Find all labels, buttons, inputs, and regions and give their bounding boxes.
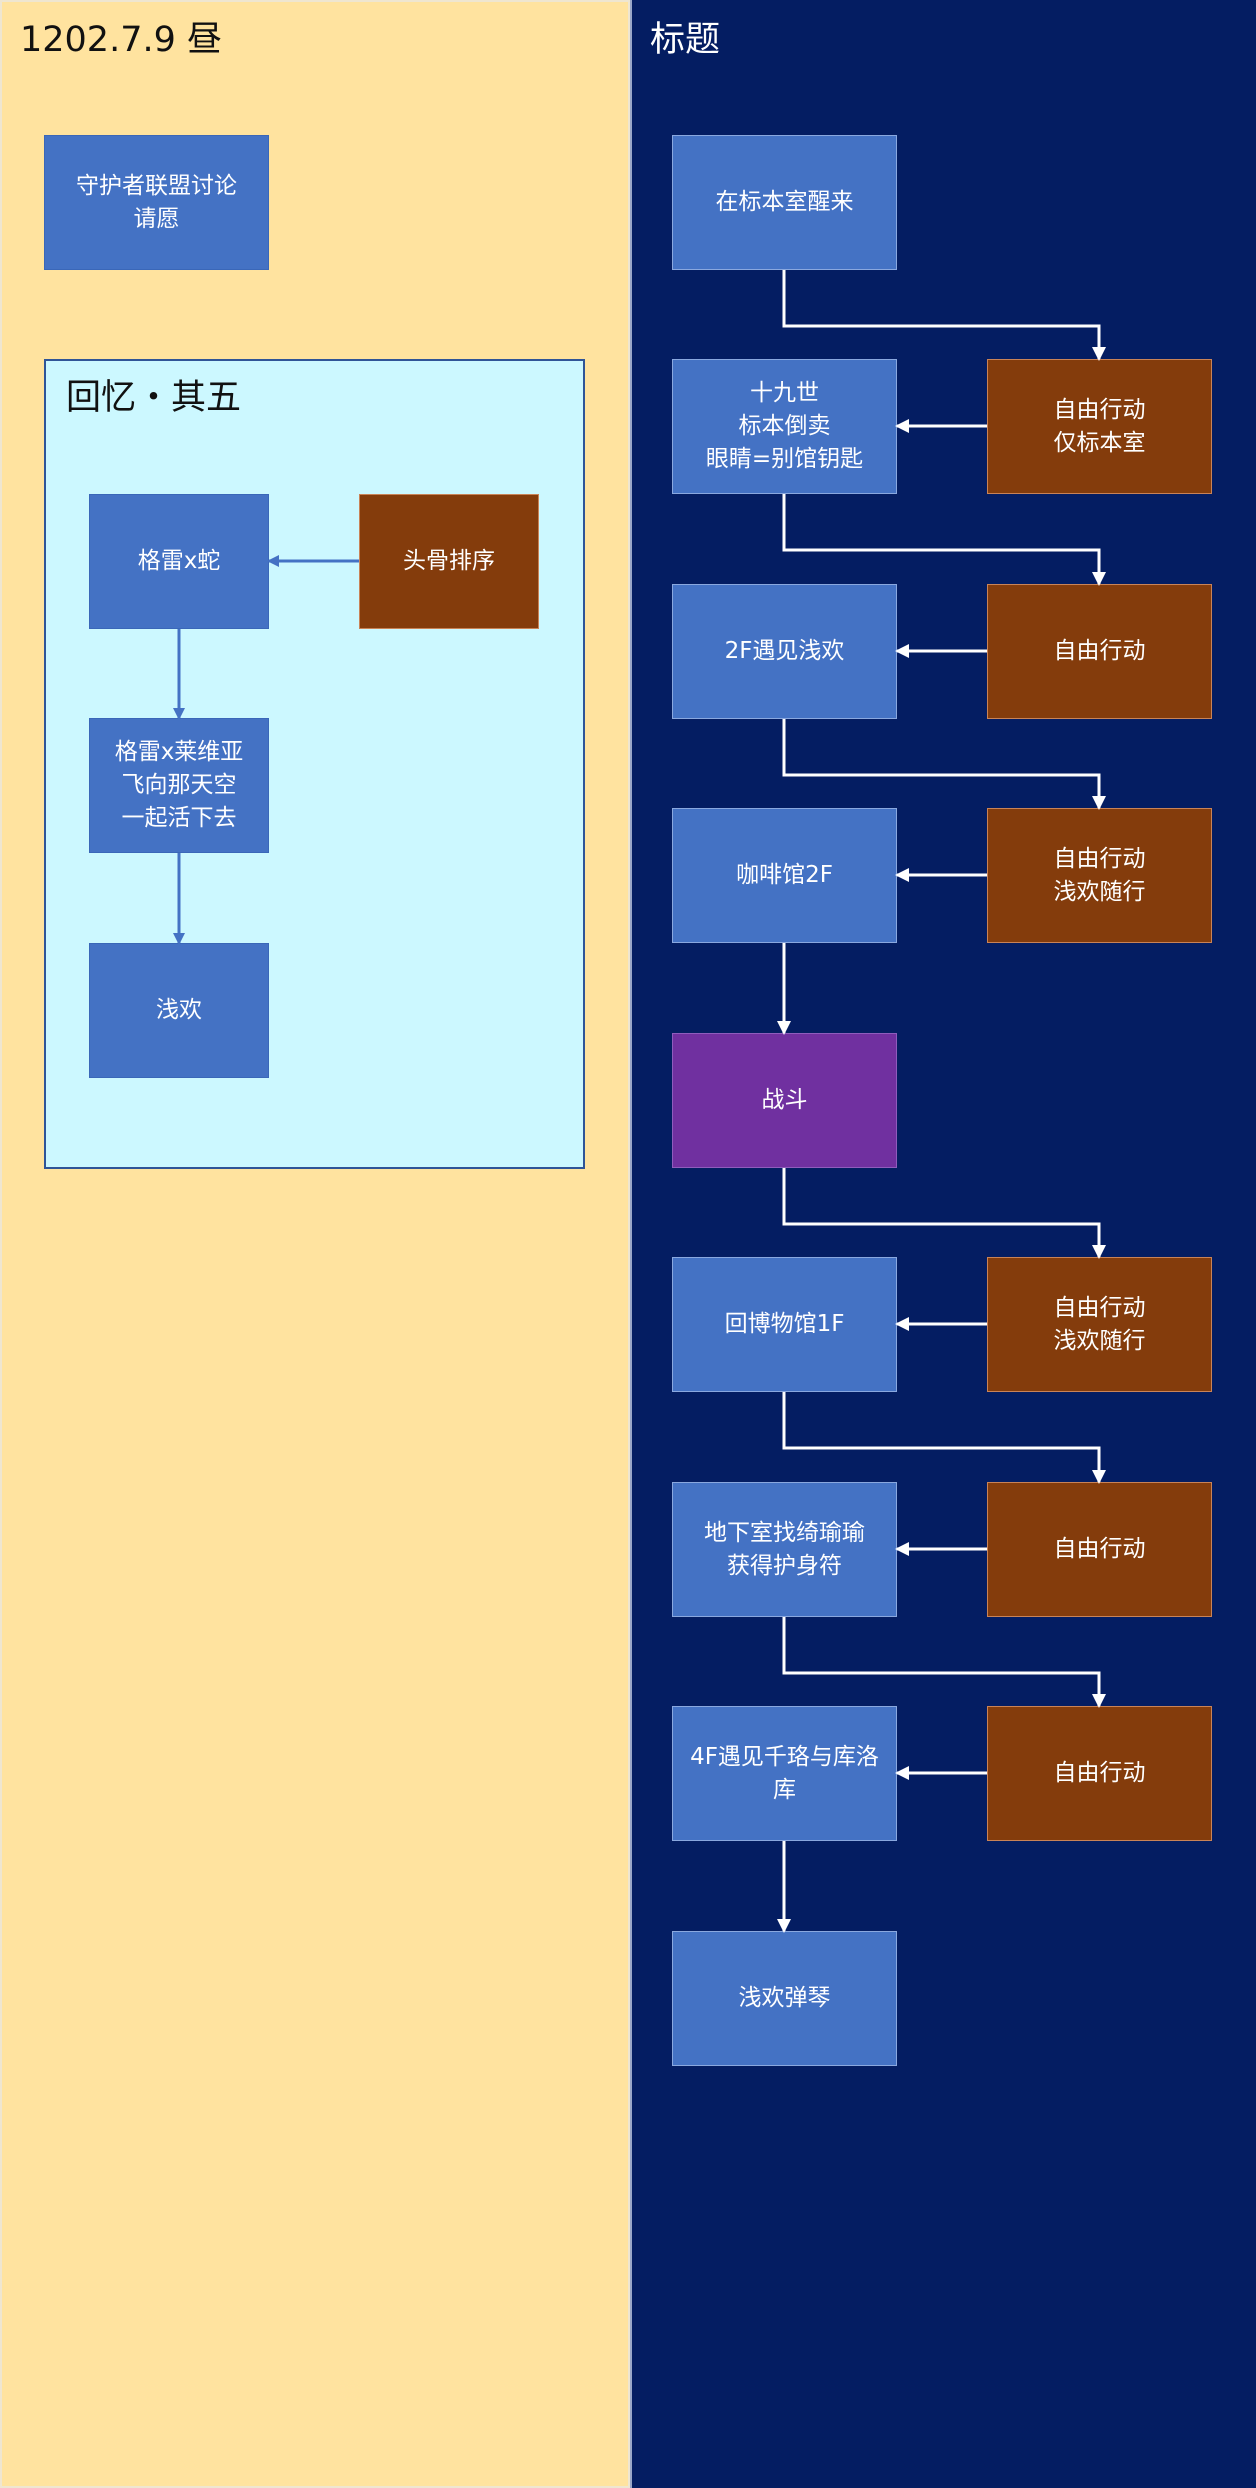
- flow-node-meet-4f: 4F遇见千珞与库洛库: [672, 1706, 897, 1841]
- flow-node-cafe-2f: 咖啡馆2F: [672, 808, 897, 943]
- flow-node-museum-1f: 回博物馆1F: [672, 1257, 897, 1392]
- free-action-qianhuan-cafe: 自由行动 浅欢随行: [987, 808, 1212, 943]
- left-panel-title: 1202.7.9 昼: [20, 20, 222, 60]
- flow-node-basement: 地下室找绮瑜瑜 获得护身符: [672, 1482, 897, 1617]
- free-action-basement: 自由行动: [987, 1482, 1212, 1617]
- request-node: 守护者联盟讨论 请愿: [44, 135, 269, 270]
- memory-node-gray-lavia: 格雷x莱维亚 飞向那天空 一起活下去: [89, 718, 269, 853]
- flow-node-battle: 战斗: [672, 1033, 897, 1168]
- right-panel-title: 标题: [650, 20, 721, 60]
- memory-title: 回忆・其五: [66, 378, 242, 418]
- free-action-specimen-only: 自由行动 仅标本室: [987, 359, 1212, 494]
- flow-node-meet-2f: 2F遇见浅欢: [672, 584, 897, 719]
- flow-node-piano: 浅欢弹琴: [672, 1931, 897, 2066]
- memory-node-gray-snake: 格雷x蛇: [89, 494, 269, 629]
- flow-node-nineteenth: 十九世 标本倒卖 眼睛=别馆钥匙: [672, 359, 897, 494]
- memory-node-skull-sort: 头骨排序: [359, 494, 539, 629]
- free-action-4f: 自由行动: [987, 1706, 1212, 1841]
- flow-node-wake-up: 在标本室醒来: [672, 135, 897, 270]
- free-action-qianhuan-museum: 自由行动 浅欢随行: [987, 1257, 1212, 1392]
- free-action-after-2f: 自由行动: [987, 584, 1212, 719]
- memory-node-qianhuan: 浅欢: [89, 943, 269, 1078]
